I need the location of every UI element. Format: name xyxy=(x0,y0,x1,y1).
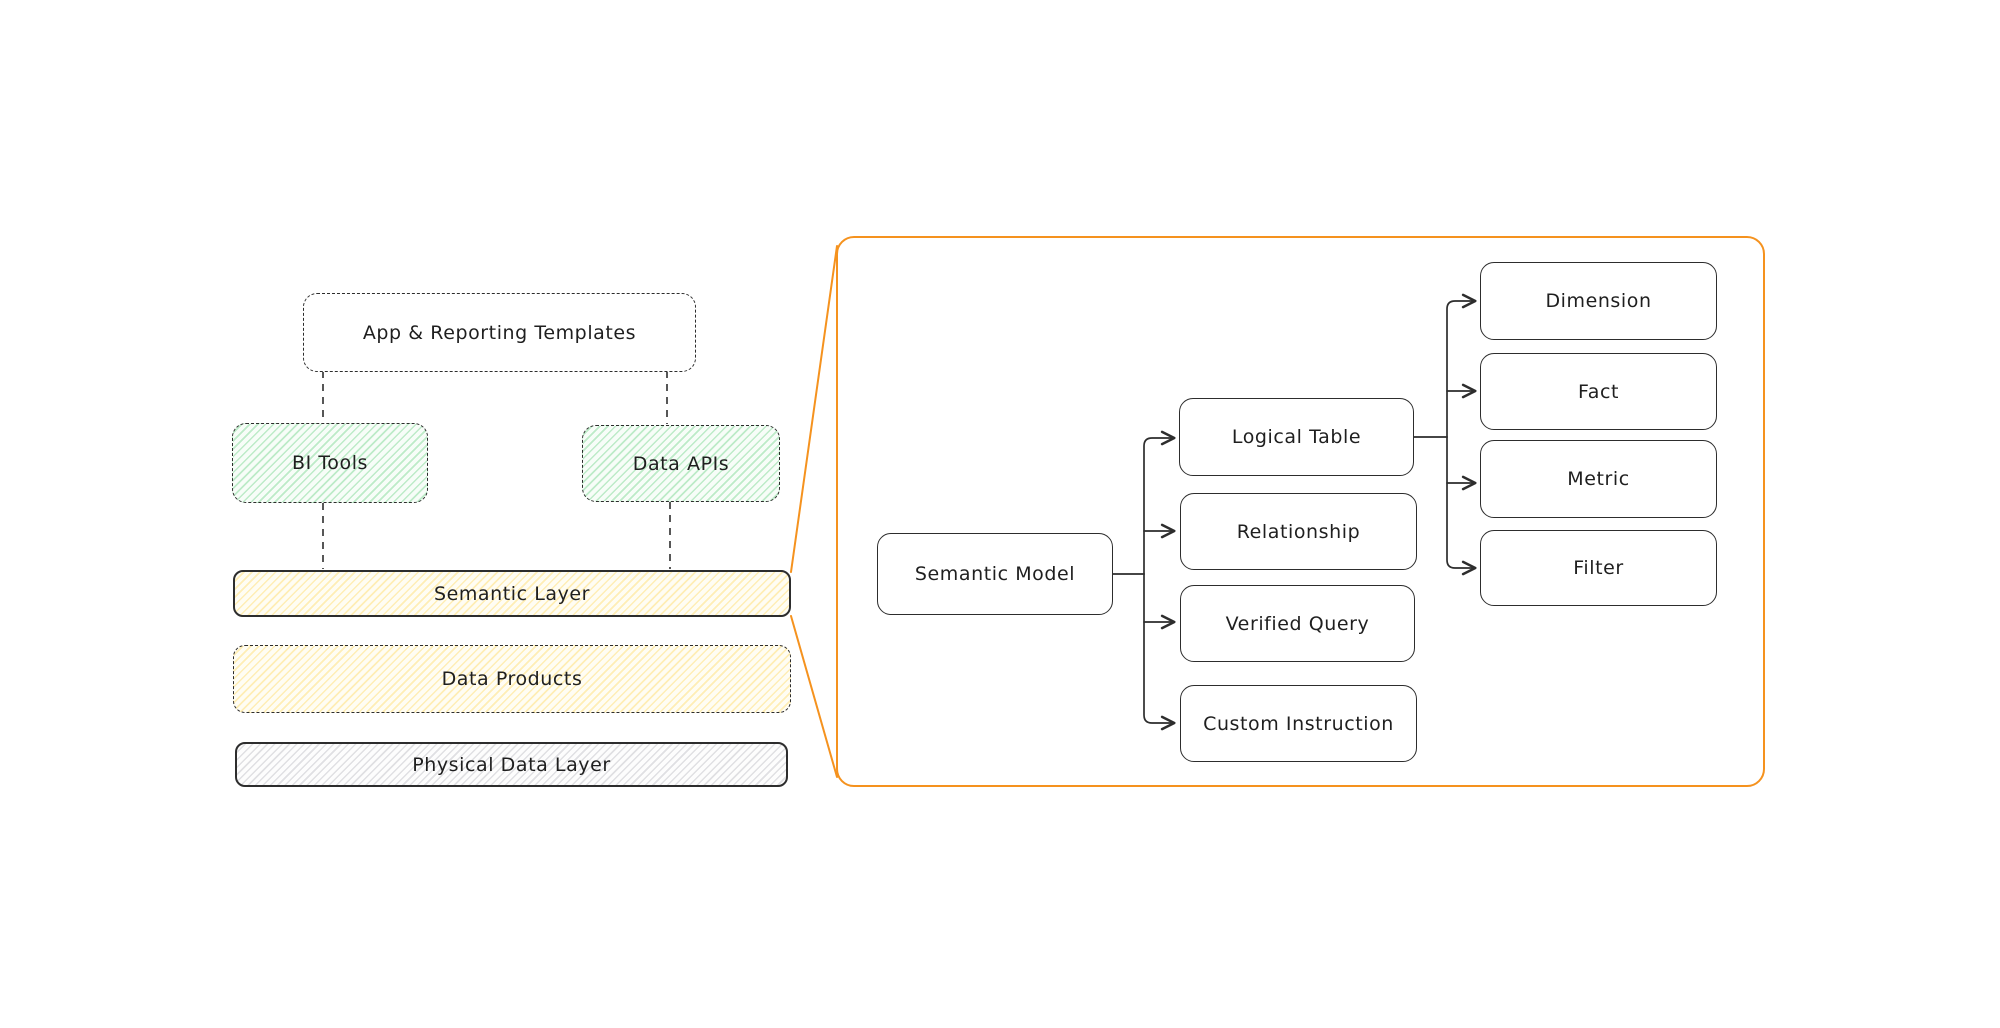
dashed-links xyxy=(322,371,671,569)
box-dimension: Dimension xyxy=(1480,262,1717,340)
box-relationship: Relationship xyxy=(1180,493,1417,570)
box-data-products: Data Products xyxy=(233,645,791,713)
box-label: Semantic Layer xyxy=(433,582,591,605)
box-label: Verified Query xyxy=(1225,612,1370,635)
box-label: App & Reporting Templates xyxy=(362,321,637,344)
box-label: Data Products xyxy=(441,668,583,690)
box-filter: Filter xyxy=(1480,530,1717,606)
box-label: Logical Table xyxy=(1231,426,1362,448)
box-label: Dimension xyxy=(1545,290,1652,312)
box-semantic-model: Semantic Model xyxy=(877,533,1113,615)
box-metric: Metric xyxy=(1480,440,1717,518)
box-physical-data-layer: Physical Data Layer xyxy=(235,742,788,787)
box-data-apis: Data APIs xyxy=(582,425,780,502)
box-custom-instruction: Custom Instruction xyxy=(1180,685,1417,762)
box-semantic-layer: Semantic Layer xyxy=(233,570,791,617)
box-fact: Fact xyxy=(1480,353,1717,430)
panel-tree-wires xyxy=(1112,293,1477,731)
box-label: Fact xyxy=(1577,380,1619,403)
box-label: Custom Instruction xyxy=(1203,712,1394,735)
box-app-reporting-templates: App & Reporting Templates xyxy=(303,293,696,372)
box-label: BI Tools xyxy=(291,452,369,474)
box-label: Data APIs xyxy=(632,452,730,475)
box-verified-query: Verified Query xyxy=(1180,585,1415,662)
box-logical-table: Logical Table xyxy=(1179,398,1414,476)
box-label: Filter xyxy=(1573,557,1624,579)
box-label: Relationship xyxy=(1236,520,1361,543)
box-bi-tools: BI Tools xyxy=(232,423,428,503)
box-label: Metric xyxy=(1567,468,1630,490)
zoom-rays xyxy=(790,245,838,778)
box-label: Physical Data Layer xyxy=(412,753,611,776)
box-label: Semantic Model xyxy=(914,563,1076,585)
